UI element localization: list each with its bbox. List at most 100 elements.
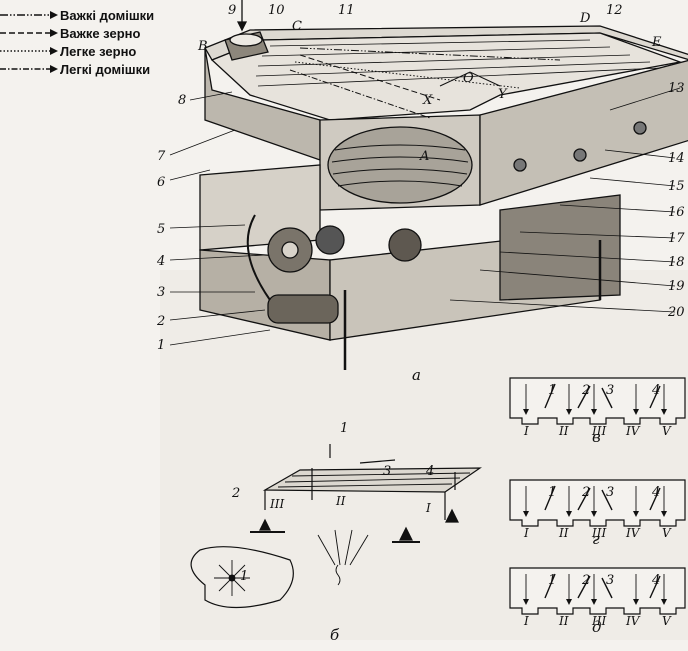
flow-arrowhead <box>523 511 529 517</box>
deck-roman: II <box>558 526 569 540</box>
deck-box <box>509 567 686 615</box>
knob <box>513 158 527 172</box>
legend-line-dashed <box>0 29 58 37</box>
label-6: 6 <box>157 175 165 190</box>
deck-caption: в <box>592 428 601 446</box>
deck-roman: IV <box>625 526 641 540</box>
deck-roman: V <box>662 526 672 540</box>
divider-flap <box>601 489 613 511</box>
label-18: 18 <box>668 255 685 270</box>
flow-arrowhead <box>633 511 639 517</box>
support <box>399 526 413 541</box>
deck-roman: I <box>523 614 529 628</box>
label-11: 11 <box>338 3 355 18</box>
legend: Важкі домішки Важке зерно Легке зерно Ле… <box>0 6 200 78</box>
b-label-4: 4 <box>425 464 434 479</box>
label-7: 7 <box>157 149 166 164</box>
right-side-panel <box>479 59 688 206</box>
letter-C: C <box>292 19 302 34</box>
label-10: 10 <box>268 3 285 18</box>
deck-number: 3 <box>606 573 614 588</box>
deck-roman: III <box>591 424 606 438</box>
label-3: 3 <box>157 285 165 300</box>
label-13: 13 <box>668 81 685 96</box>
deck-roman: IV <box>625 614 641 628</box>
fan-housing <box>190 546 294 609</box>
deck-box <box>509 479 686 527</box>
b-roman-II: II <box>335 494 346 508</box>
divider-flap <box>601 387 613 409</box>
letter-O: O <box>463 71 474 86</box>
deck-number: 1 <box>548 573 556 588</box>
leader-lines <box>169 87 681 346</box>
label-14: 14 <box>668 151 685 166</box>
flow-arrowhead <box>661 511 667 517</box>
divider-flap <box>601 577 613 599</box>
air-flow <box>317 529 369 586</box>
divider-flap <box>649 487 661 511</box>
divider-flap <box>649 575 661 599</box>
label-8: 8 <box>178 93 186 108</box>
label-9: 9 <box>228 3 236 18</box>
deck-roman: IV <box>625 424 641 438</box>
legend-line-dash-dot-dot <box>0 11 58 19</box>
machine-labels: 1 2 3 4 5 6 7 8 9 10 11 12 13 14 15 16 1… <box>156 3 685 384</box>
scheme-b-rails <box>277 472 471 488</box>
flow-arrowhead <box>633 409 639 415</box>
deck-number: 4 <box>651 485 660 500</box>
deck-roman: I <box>523 526 529 540</box>
deck-number: 4 <box>651 573 660 588</box>
letter-E: E <box>651 35 662 50</box>
flow-arrowhead <box>566 599 572 605</box>
legend-label: Важке зерно <box>60 25 141 41</box>
deck-box <box>509 377 686 425</box>
deck-roman: I <box>523 424 529 438</box>
flow-arrowhead <box>566 511 572 517</box>
legend-heavy-grain: Важке зерно <box>0 24 200 42</box>
label-20: 20 <box>667 305 685 320</box>
letter-A: A <box>419 149 429 164</box>
legend-label: Легке зерно <box>60 43 137 59</box>
flow-arrowhead <box>566 409 572 415</box>
deck-number: 3 <box>606 485 614 500</box>
flow-arrowhead <box>661 599 667 605</box>
fan-impeller <box>214 560 250 596</box>
window-oval <box>327 126 473 204</box>
label-1: 1 <box>157 338 165 353</box>
label-17: 17 <box>668 231 685 246</box>
knob <box>633 121 647 135</box>
b-label-3: 3 <box>383 464 391 479</box>
deck-caption: г <box>592 530 600 548</box>
legend-heavy-impurities: Важкі домішки <box>0 6 200 24</box>
deck-number: 2 <box>581 573 590 588</box>
flow-arrowhead <box>591 599 597 605</box>
divider-flap <box>577 487 591 511</box>
legend-light-grain: Легке зерно <box>0 42 200 60</box>
deck-number: 1 <box>548 383 556 398</box>
divider-flap <box>544 573 556 599</box>
window-slats <box>331 144 469 187</box>
deck-roman: III <box>591 614 606 628</box>
deck-number: 2 <box>581 383 590 398</box>
letter-B: B <box>197 39 208 54</box>
pulley-hub <box>281 241 299 259</box>
deck-roman: V <box>662 424 672 438</box>
label-19: 19 <box>668 279 685 294</box>
flow-arrowhead <box>591 409 597 415</box>
legend-line-dotted <box>0 47 58 55</box>
deck-number: 1 <box>548 485 556 500</box>
hopper-mouth <box>229 33 263 47</box>
flow-arrowhead <box>661 409 667 415</box>
label-15: 15 <box>668 179 685 194</box>
flow-arrowhead <box>591 511 597 517</box>
b-roman-I: I <box>425 501 431 515</box>
letter-D: D <box>579 11 591 26</box>
divider-flap <box>577 385 591 409</box>
deck-roman: II <box>558 614 569 628</box>
deck-roman: II <box>558 424 569 438</box>
separator-machine <box>199 0 688 370</box>
deck-roman: V <box>662 614 672 628</box>
deck-number: 2 <box>581 485 590 500</box>
